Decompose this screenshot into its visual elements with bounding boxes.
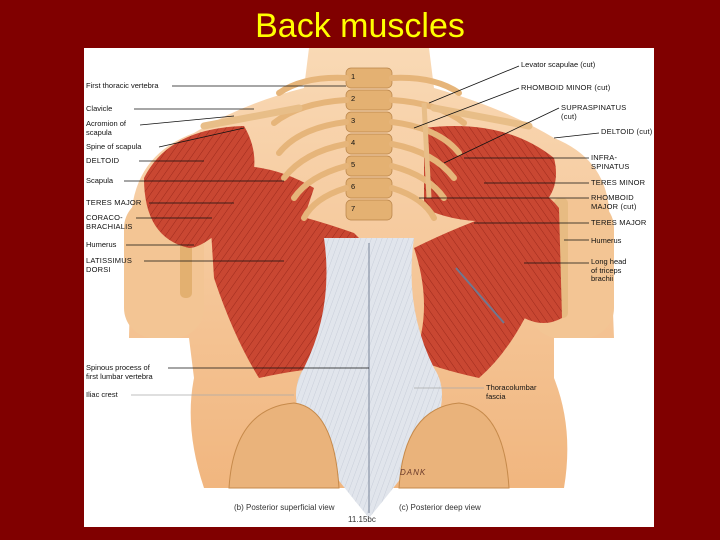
label-humerus-left: Humerus xyxy=(86,240,117,249)
label-spine-of-scapula: Spine of scapula xyxy=(86,142,142,151)
label-first-thoracic-vertebra: First thoracic vertebra xyxy=(86,81,159,90)
label-clavicle: Clavicle xyxy=(86,104,113,113)
label-spinous-process-first-lumbar: Spinous process of first lumbar vertebra xyxy=(86,363,153,381)
vertebra-number-3: 3 xyxy=(351,116,356,125)
caption-posterior-superficial: (b) Posterior superficial view xyxy=(234,503,335,512)
label-infraspinatus: INFRA- SPINATUS xyxy=(591,153,630,171)
label-thoracolumbar-fascia: Thoracolumbar fascia xyxy=(486,383,537,401)
label-latissimus-dorsi: LATISSIMUS DORSI xyxy=(86,256,133,274)
slide-title: Back muscles xyxy=(255,7,465,45)
vertebra-number-4: 4 xyxy=(351,138,356,147)
label-teres-minor: TERES MINOR xyxy=(591,178,646,187)
back-muscles-illustration xyxy=(124,48,614,518)
label-coracobrachialis: CORACO- BRACHIALIS xyxy=(86,213,133,231)
artist-signature: DANK xyxy=(400,468,427,477)
label-teres-major-right: TERES MAJOR xyxy=(591,218,647,227)
label-acromion-of-scapula: Acromion of scapula xyxy=(86,119,127,137)
caption-posterior-deep: (c) Posterior deep view xyxy=(399,503,481,512)
label-humerus-right: Humerus xyxy=(591,236,622,245)
vertebra-number-7: 7 xyxy=(351,204,356,213)
label-deltoid-cut: DELTOID (cut) xyxy=(601,127,653,136)
label-rhomboid-minor: RHOMBOID MINOR (cut) xyxy=(521,83,611,92)
vertebra-number-1: 1 xyxy=(351,72,356,81)
anatomy-figure-panel: 1 2 3 4 5 6 7 First thoracic vertebra Cl… xyxy=(84,48,654,527)
label-supraspinatus: SUPRASPINATUS (cut) xyxy=(561,103,627,121)
label-levator-scapulae: Levator scapulae (cut) xyxy=(521,60,596,69)
label-scapula: Scapula xyxy=(86,176,114,185)
figure-number: 11.15bc xyxy=(348,515,376,524)
vertebra-number-5: 5 xyxy=(351,160,356,169)
label-rhomboid-major: RHOMBOID MAJOR (cut) xyxy=(591,193,637,211)
label-teres-major-left: TERES MAJOR xyxy=(86,198,142,207)
label-long-head-triceps: Long head of triceps brachii xyxy=(591,257,627,283)
label-iliac-crest: Iliac crest xyxy=(86,390,118,399)
label-deltoid: DELTOID xyxy=(86,156,120,165)
vertebra-number-2: 2 xyxy=(351,94,356,103)
vertebra-number-6: 6 xyxy=(351,182,356,191)
